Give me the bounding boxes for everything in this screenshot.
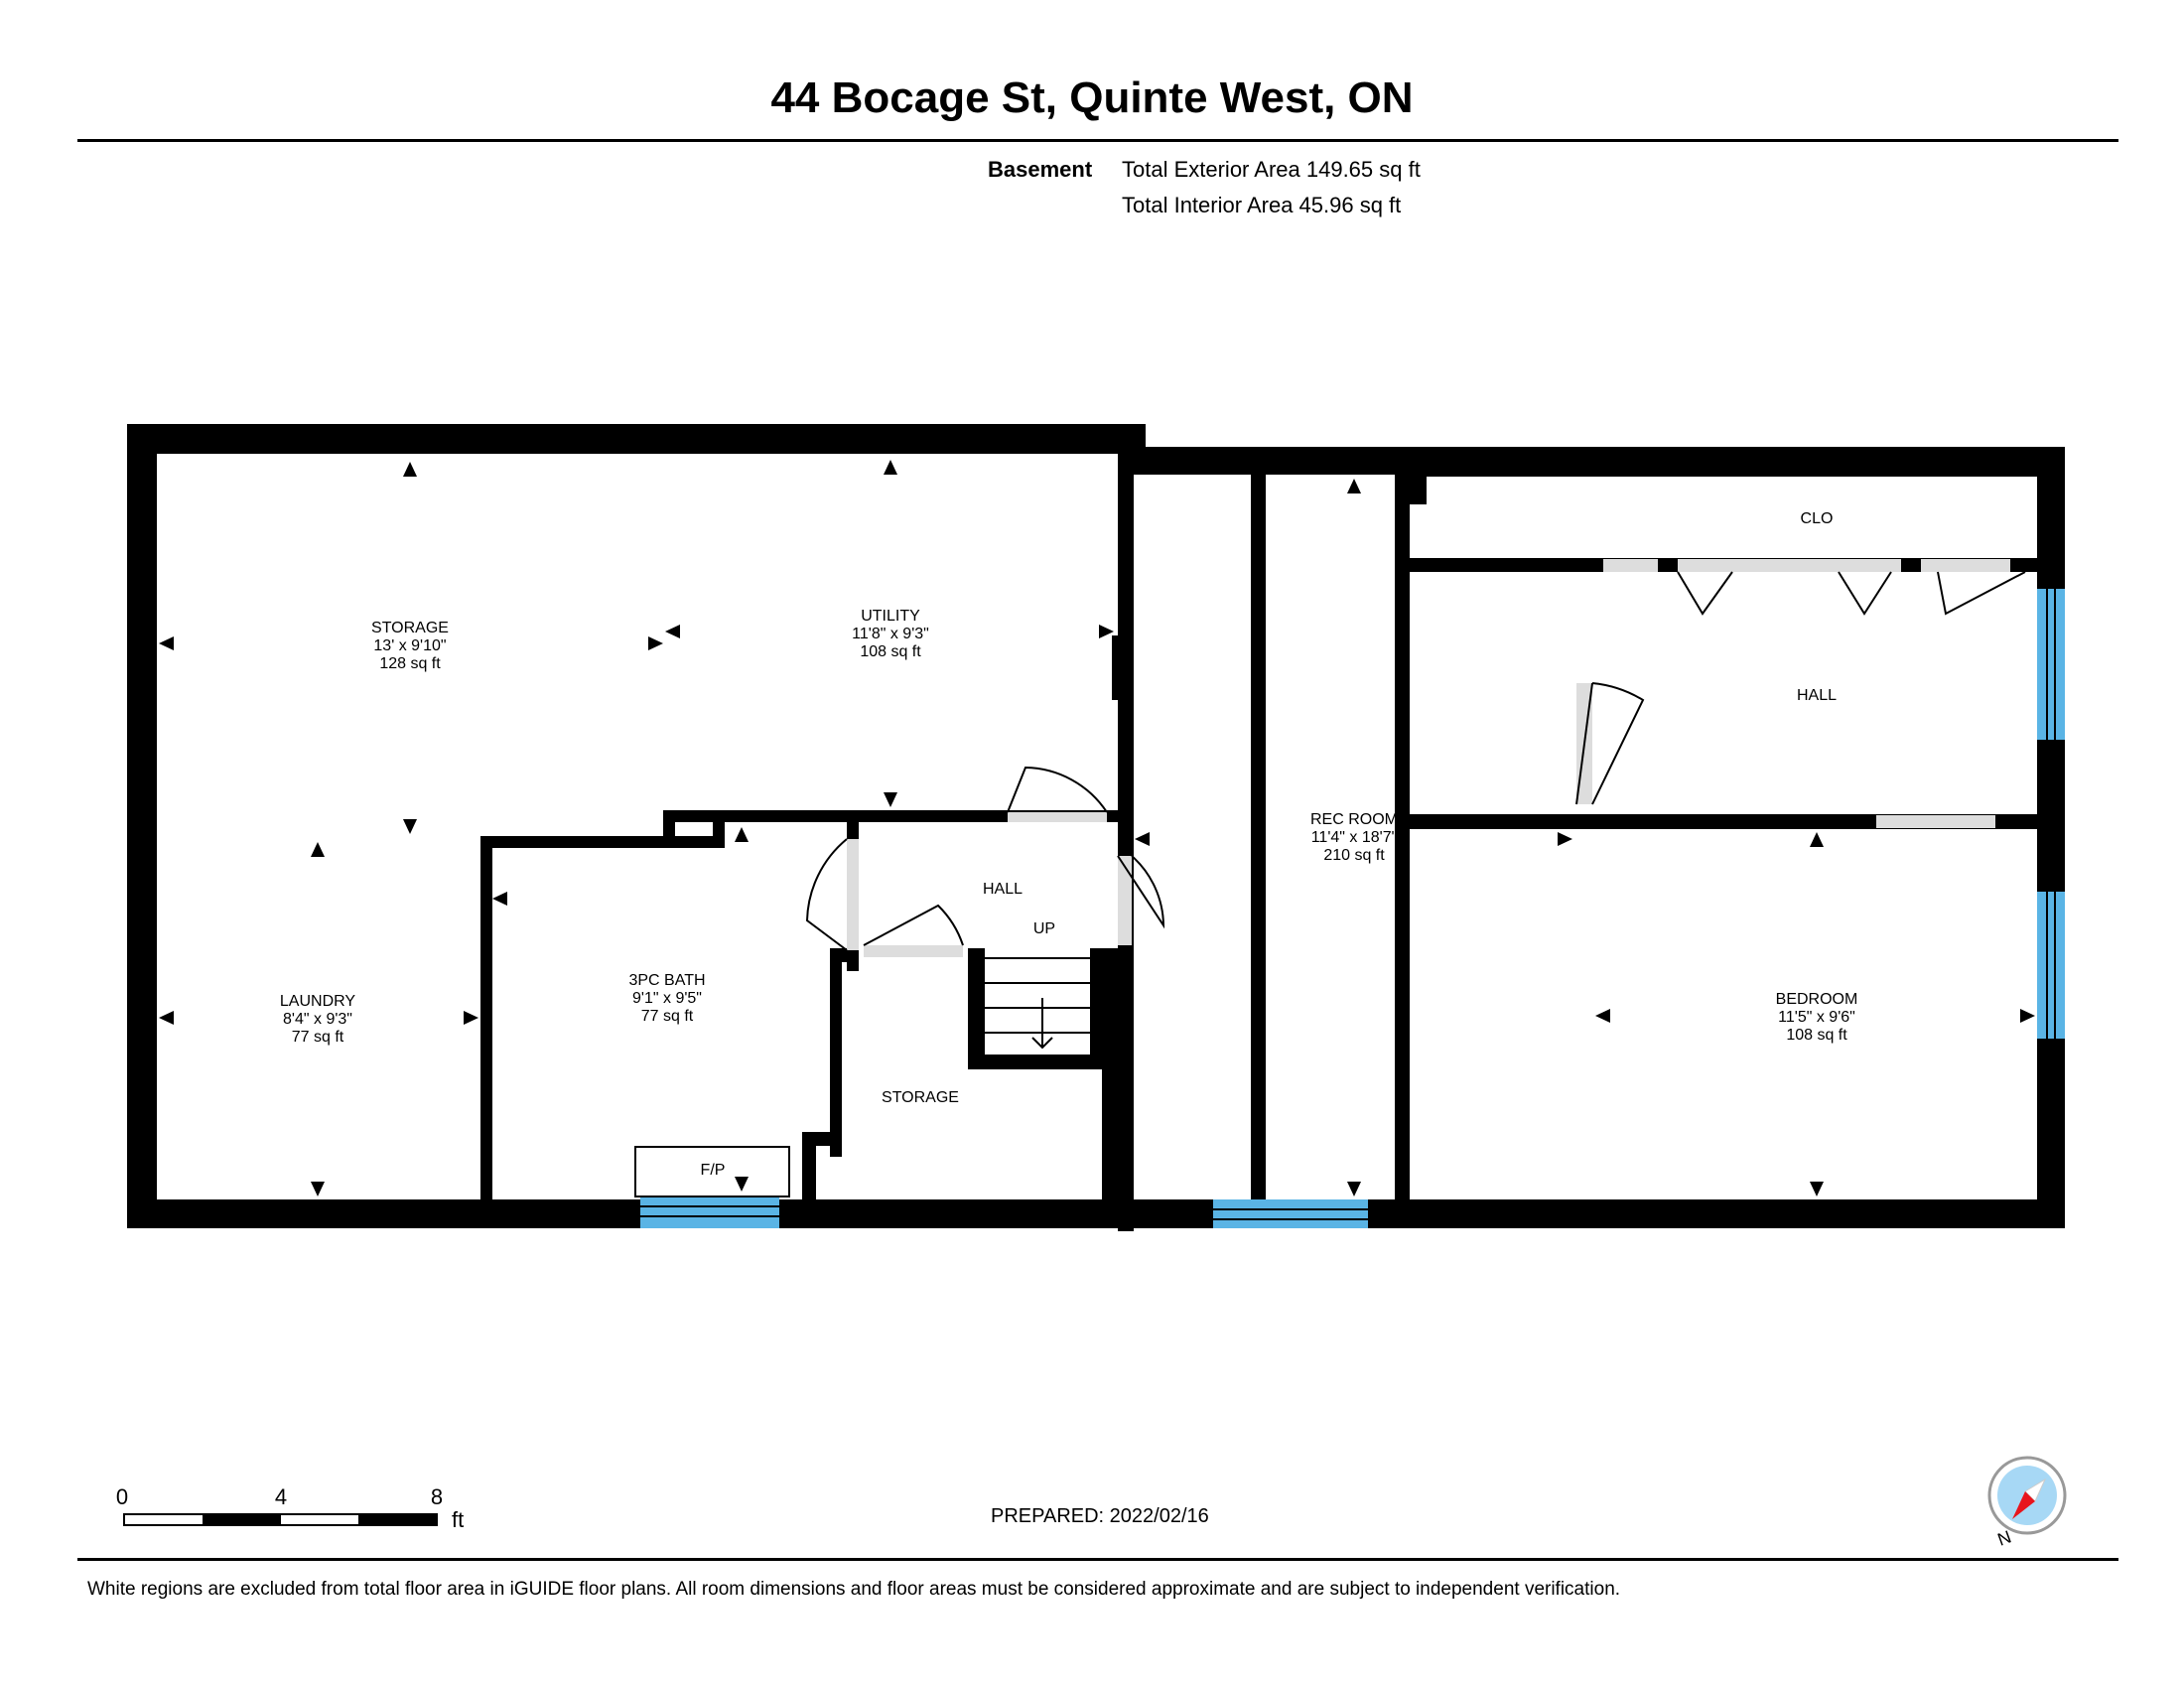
disclaimer: White regions are excluded from total fl… [87,1579,1621,1600]
bedroom-name: BEDROOM [1776,991,1858,1008]
compass: N [1987,1456,2067,1550]
hall-right-name: HALL [1797,687,1837,704]
stairs [973,948,1107,1068]
exterior-walls [127,424,2065,1228]
storage-dims: 13' x 9'10" [373,637,446,654]
storage-small-name: STORAGE [882,1089,959,1106]
page-title: 44 Bocage St, Quinte West, ON [770,73,1414,122]
utility-dims: 11'8" x 9'3" [852,626,929,642]
footer-rule [77,1558,2118,1561]
dimension-arrows [159,460,2035,1196]
bath-name: 3PC BATH [628,972,705,989]
storage-name: STORAGE [371,620,449,636]
laundry-name: LAUNDRY [280,993,356,1010]
scale-label-4: 4 [275,1484,287,1509]
laundry-dims: 8'4" x 9'3" [283,1011,352,1028]
prepared-date: PREPARED: 2022/02/16 [991,1505,1209,1527]
header-rule [77,139,2118,142]
rec-room-dims: 11'4" x 18'7" [1311,829,1398,846]
rec-room-area: 210 sq ft [1323,847,1385,864]
chimney-block [1395,475,1427,504]
laundry-area: 77 sq ft [292,1029,344,1046]
up-label: UP [1033,920,1055,937]
windows [640,589,2065,1228]
scale-unit: ft [452,1507,464,1532]
wall-stub [1113,635,1122,700]
bath-area: 77 sq ft [641,1008,694,1025]
scale-bar: 0 4 8 ft [116,1484,464,1532]
fireplace-label: F/P [701,1162,726,1179]
hall-center-name: HALL [983,881,1023,898]
scale-label-8: 8 [431,1484,443,1509]
level-name: Basement [988,157,1093,182]
utility-name: UTILITY [861,608,920,625]
closet-name: CLO [1801,510,1834,527]
exterior-area-label: Total Exterior Area 149.65 sq ft [1122,157,1421,182]
rec-room-name: REC ROOM [1310,811,1398,828]
door-swings [805,571,2026,951]
wall-markers [1588,558,2025,828]
bath-dims: 9'1" x 9'5" [632,990,702,1007]
bedroom-dims: 11'5" x 9'6" [1778,1009,1855,1026]
compass-letter: N [1995,1527,2014,1550]
room-labels: STORAGE 13' x 9'10" 128 sq ft UTILITY 11… [280,510,1857,1179]
interior-area-label: Total Interior Area 45.96 sq ft [1122,193,1402,217]
scale-label-0: 0 [116,1484,128,1509]
utility-area: 108 sq ft [860,643,921,660]
storage-area: 128 sq ft [379,655,441,672]
fireplace [634,1146,790,1197]
bedroom-area: 108 sq ft [1786,1027,1847,1044]
